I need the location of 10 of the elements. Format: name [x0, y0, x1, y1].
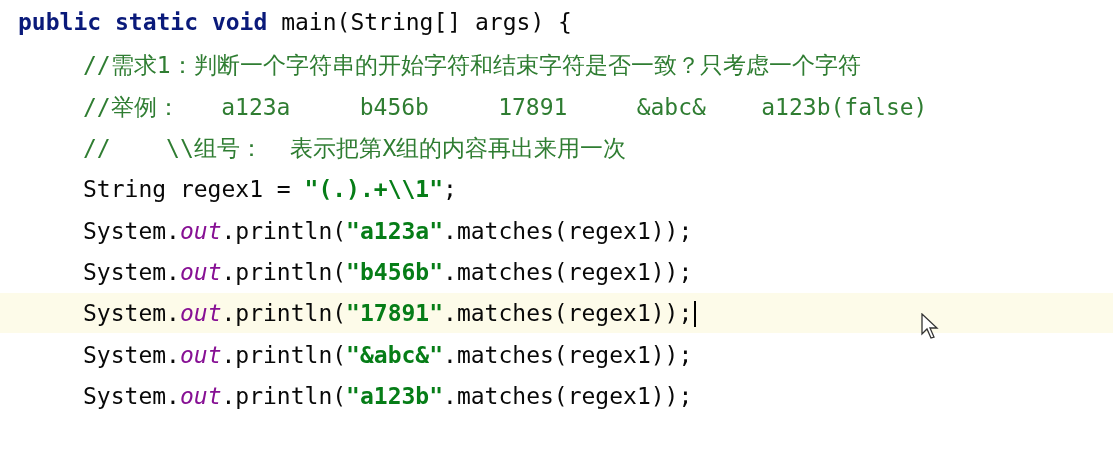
code-line: System.out.println("a123a".matches(regex1)); — [83, 217, 693, 246]
code-line: System.out.println("&abc&".matches(regex1)); — [83, 341, 693, 370]
code-line: String regex1 = "(.).+\\1"; — [83, 175, 457, 204]
code-line: public static void main(String[] args) { — [18, 8, 572, 37]
code-comment: //需求1：判断一个字符串的开始字符和结束字符是否一致？只考虑一个字符 — [83, 51, 861, 80]
code-comment: // \\组号： 表示把第X组的内容再出来用一次 — [83, 134, 627, 163]
code-comment: //举例： a123a b456b 17891 &abc& a123b(false) — [83, 93, 928, 122]
code-line: System.out.println("17891".matches(regex1)); — [83, 299, 693, 328]
code-line: System.out.println("b456b".matches(regex1)); — [83, 258, 693, 287]
code-line: System.out.println("a123b".matches(regex1)); — [83, 382, 693, 411]
